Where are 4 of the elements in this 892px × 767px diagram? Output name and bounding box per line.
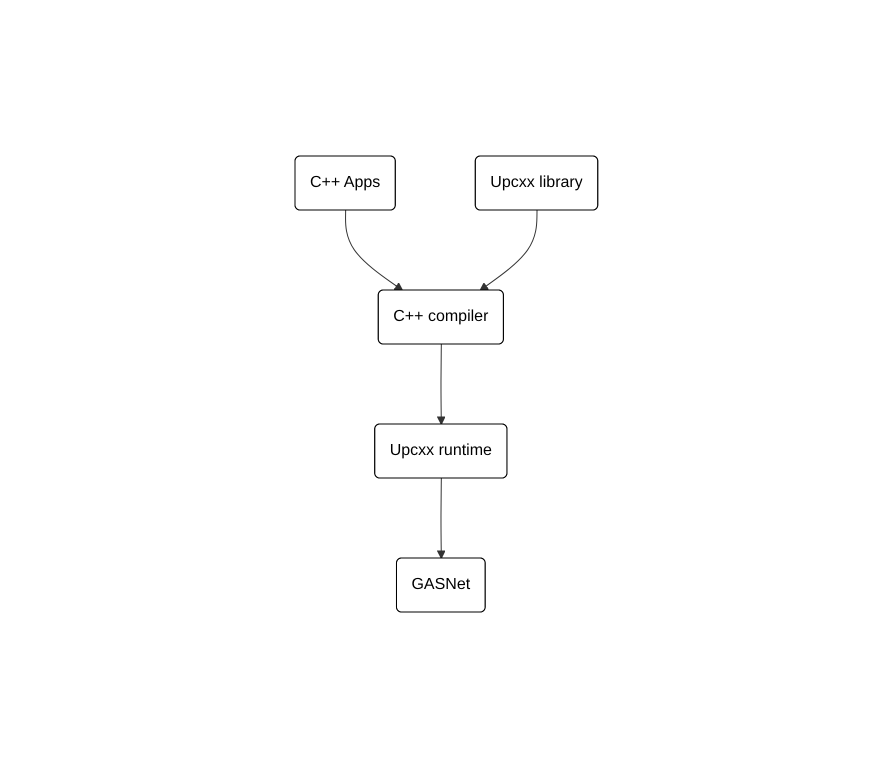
arrow	[436, 344, 446, 424]
arrow	[479, 210, 538, 290]
arrow	[436, 478, 446, 558]
arrow	[344, 210, 403, 290]
